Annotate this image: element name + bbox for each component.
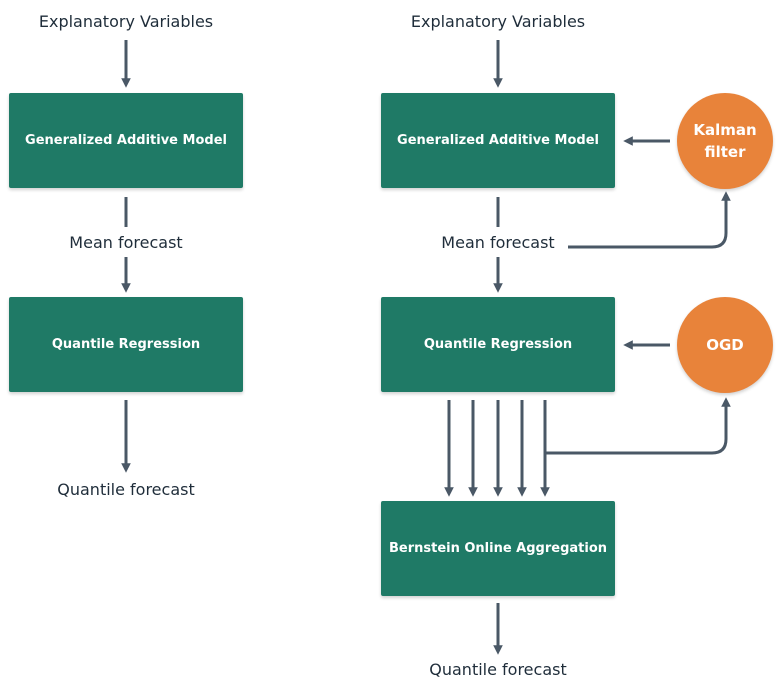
right-mean-label: Mean forecast [441, 233, 555, 252]
arrow-quantiles-to-ogd [545, 397, 731, 455]
right-boa-box: Bernstein Online Aggregation [381, 501, 615, 596]
left-qr-box: Quantile Regression [9, 297, 243, 392]
kalman-filter-label: Kalman filter [693, 120, 757, 162]
left-mean-label: Mean forecast [69, 233, 183, 252]
right-output-label: Quantile forecast [429, 660, 567, 679]
kalman-filter-circle: Kalman filter [677, 93, 773, 189]
ogd-circle: OGD [677, 297, 773, 393]
right-gam-box: Generalized Additive Model [381, 93, 615, 188]
right-input-label: Explanatory Variables [410, 12, 586, 31]
left-input-label: Explanatory Variables [38, 12, 214, 31]
arrow-mean-to-kalman [568, 191, 731, 249]
left-output-label: Quantile forecast [57, 480, 195, 499]
ogd-label: OGD [706, 335, 744, 354]
left-gam-box: Generalized Additive Model [9, 93, 243, 188]
right-qr-box: Quantile Regression [381, 297, 615, 392]
